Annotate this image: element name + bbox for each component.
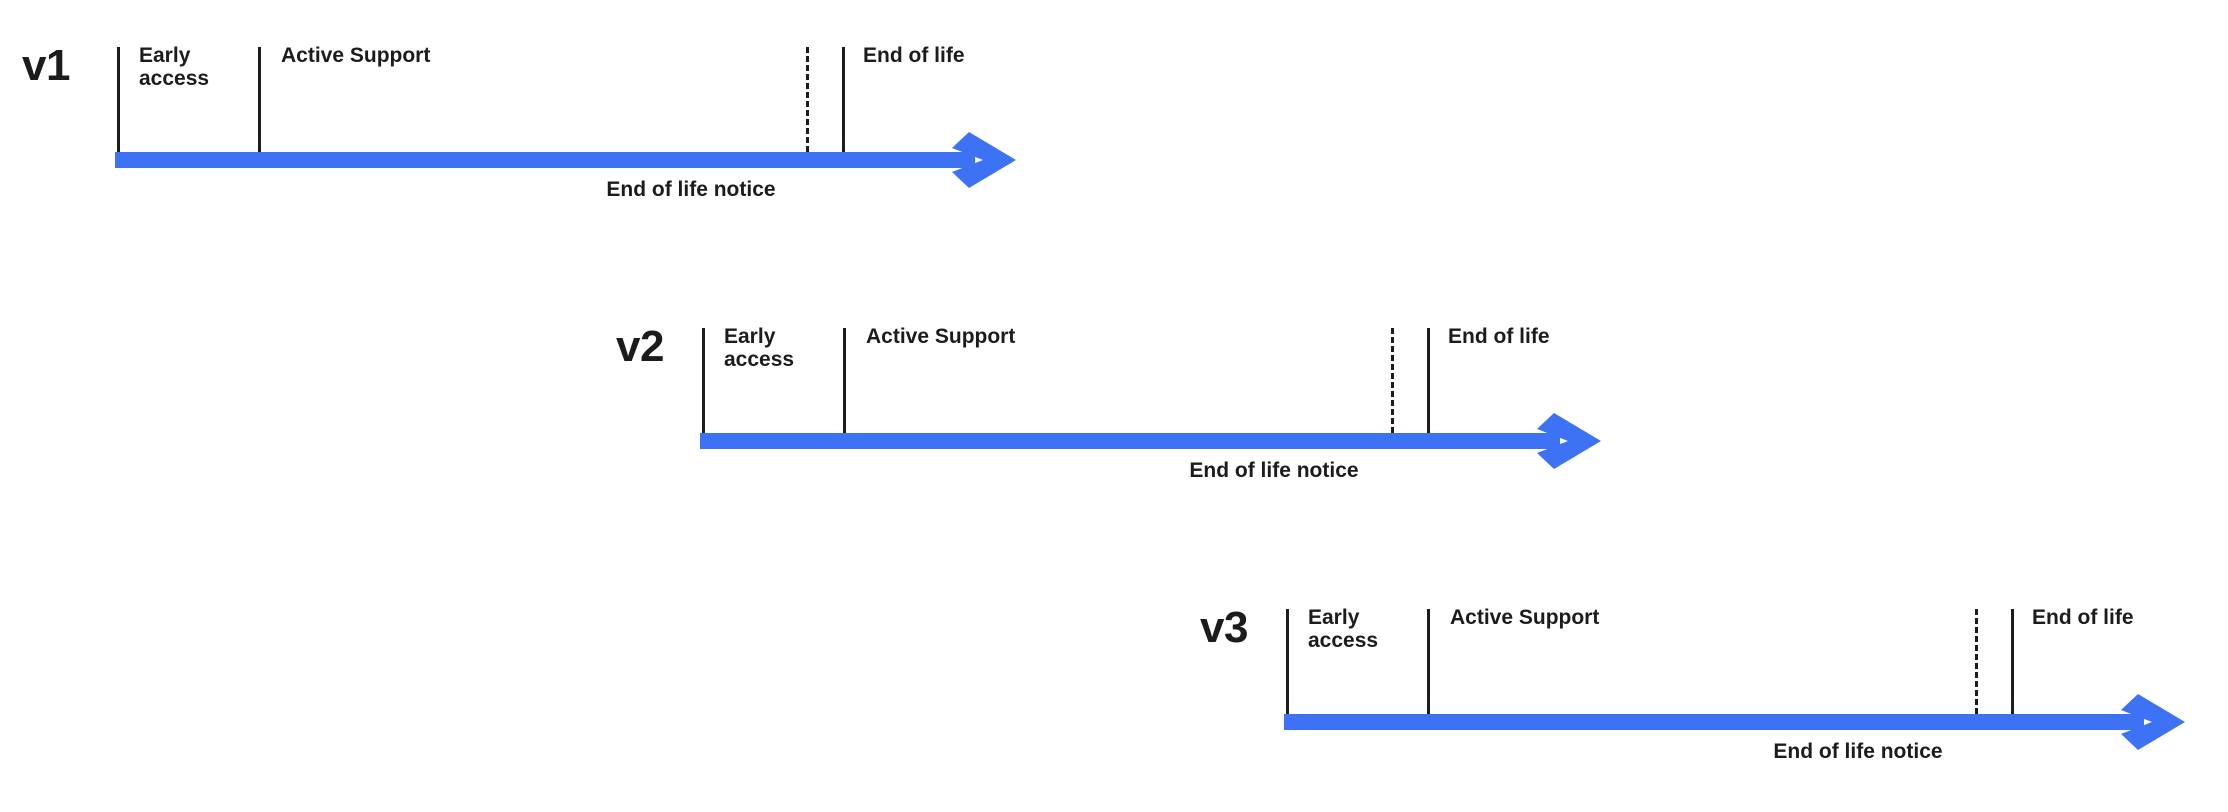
- phase-divider-early-access-start-v3: [1286, 609, 1289, 714]
- phase-divider-active-support-start-v2: [843, 328, 846, 433]
- phase-divider-active-support-start-v1: [258, 47, 261, 152]
- timeline-row-v2: v2 Early access Active Support End of li…: [0, 281, 1700, 491]
- end-of-life-notice-label-v3: End of life notice: [1773, 740, 1943, 763]
- phase-label-early-access-v2: Early access: [724, 325, 795, 371]
- end-of-life-notice-label-v1: End of life notice: [606, 178, 776, 201]
- phase-divider-end-of-life-start-v3: [2011, 609, 2014, 714]
- end-of-life-notice-label-v2: End of life notice: [1189, 459, 1359, 482]
- end-of-life-notice-marker-v2: [1391, 328, 1394, 433]
- phase-divider-early-access-start-v2: [702, 328, 705, 433]
- lifecycle-arrow-v1: [115, 127, 1020, 193]
- phase-divider-end-of-life-start-v2: [1427, 328, 1430, 433]
- phase-divider-early-access-start-v1: [117, 47, 120, 152]
- lifecycle-arrow-v2: [700, 408, 1605, 474]
- phase-label-active-support-v2: Active Support: [866, 325, 1016, 348]
- phase-divider-end-of-life-start-v1: [842, 47, 845, 152]
- phase-label-active-support-v1: Active Support: [281, 44, 431, 67]
- phase-label-early-access-v3: Early access: [1308, 606, 1379, 652]
- phase-label-end-of-life-v2: End of life: [1448, 325, 1550, 348]
- timeline-row-v3: v3 Early access Active Support End of li…: [0, 562, 2228, 772]
- end-of-life-notice-marker-v1: [806, 47, 809, 152]
- lifecycle-arrow-v3: [1284, 689, 2189, 755]
- phase-label-active-support-v3: Active Support: [1450, 606, 1600, 629]
- timeline-row-v1: v1 Early access Active Support End of li…: [0, 0, 1100, 210]
- version-label-v2: v2: [616, 322, 664, 371]
- version-label-v1: v1: [22, 41, 70, 90]
- phase-label-end-of-life-v1: End of life: [863, 44, 965, 67]
- phase-label-end-of-life-v3: End of life: [2032, 606, 2134, 629]
- version-label-v3: v3: [1200, 603, 1248, 652]
- phase-label-early-access-v1: Early access: [139, 44, 210, 90]
- phase-divider-active-support-start-v3: [1427, 609, 1430, 714]
- end-of-life-notice-marker-v3: [1975, 609, 1978, 714]
